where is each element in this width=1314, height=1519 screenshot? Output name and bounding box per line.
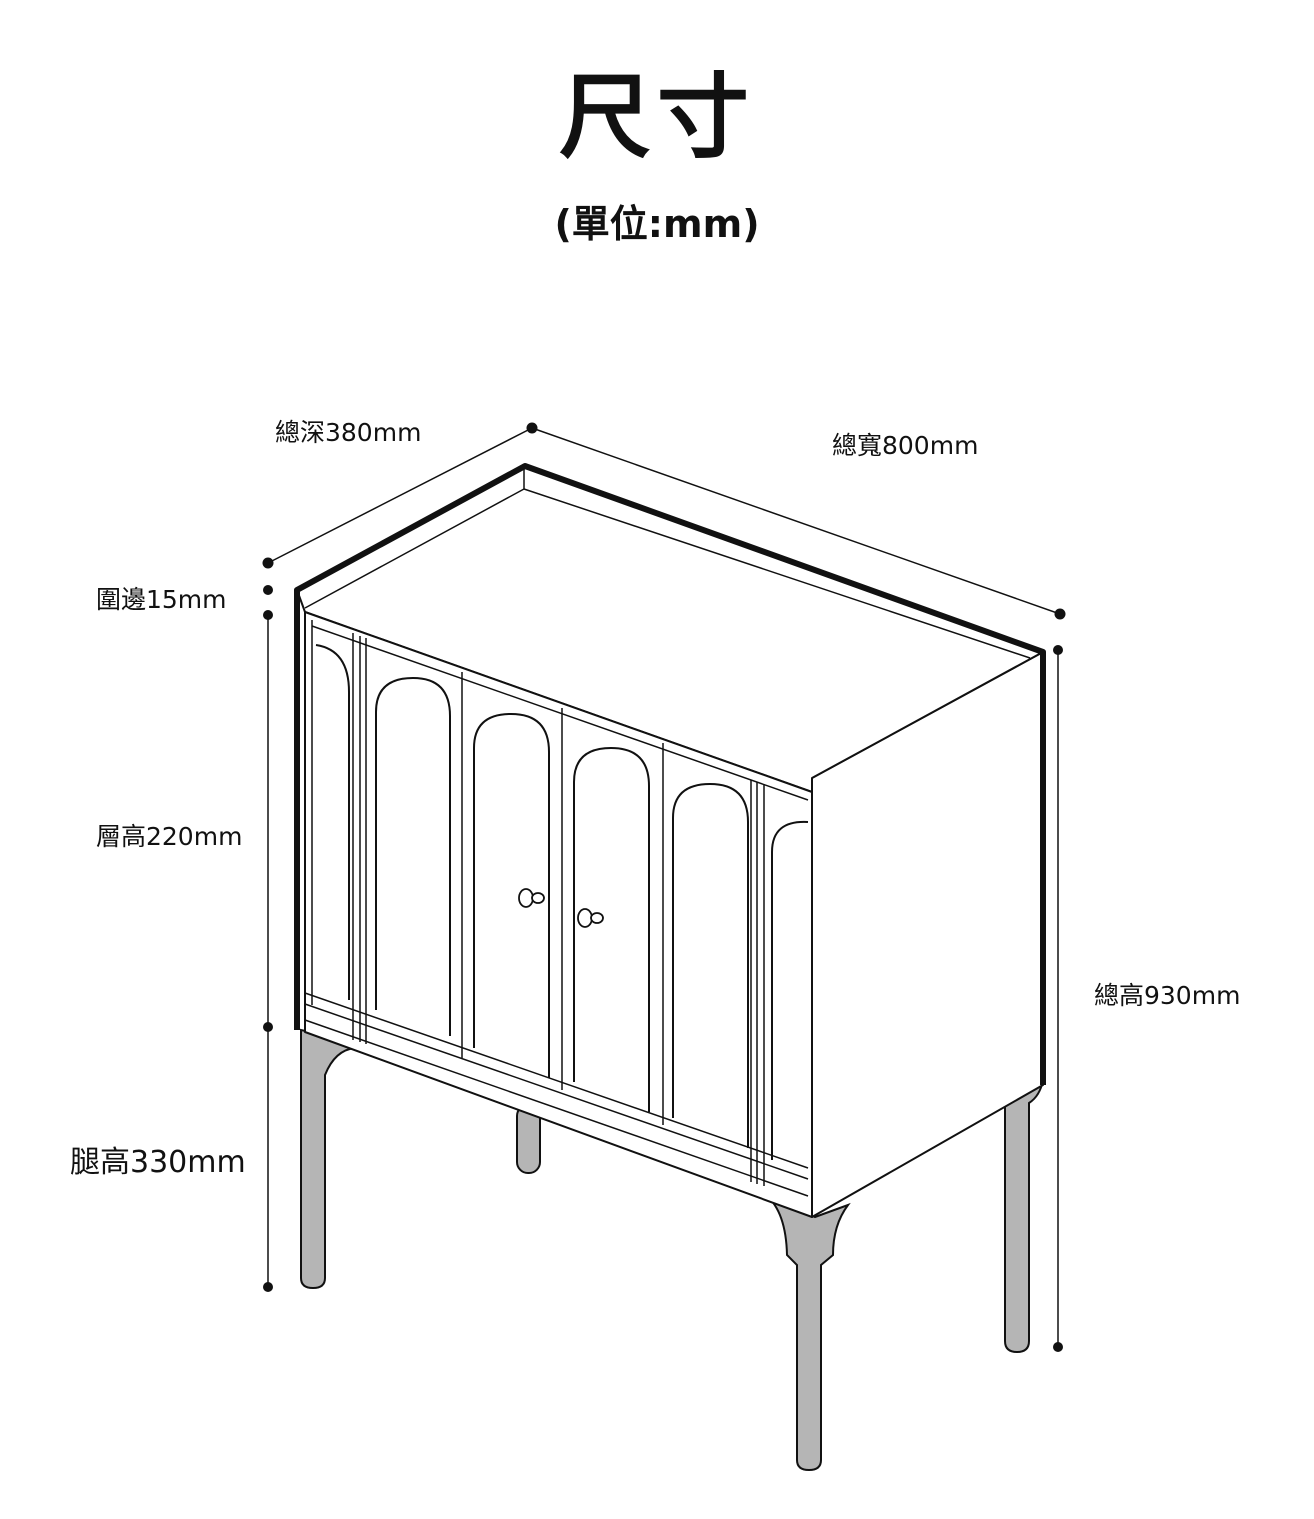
- dot-depth-start: [262, 557, 274, 569]
- leg-front-corner: [765, 1194, 851, 1472]
- outer-edge: [294, 463, 1046, 1085]
- total-height-label: 總高930mm: [1094, 981, 1241, 1010]
- dimension-lines: [267, 427, 1061, 1347]
- knob-left-cap: [531, 892, 545, 904]
- dot-shelf-bottom: [263, 1022, 273, 1032]
- knob-right-cap: [590, 912, 604, 924]
- page-title: 尺寸: [558, 64, 755, 171]
- total-depth-label: 總深380mm: [275, 418, 422, 447]
- dot-corner-top: [526, 422, 538, 434]
- legs: [300, 1028, 1045, 1472]
- frame-bottom-line-2: [304, 1003, 809, 1180]
- dot-rim-bottom: [263, 610, 273, 620]
- rim-label: 圍邊15mm: [96, 585, 227, 614]
- knobs: [518, 888, 604, 928]
- total-width-label: 總寬800mm: [832, 431, 979, 460]
- arch-1: [375, 676, 451, 1036]
- arch-panels: [315, 644, 809, 1160]
- dimension-dots: [262, 422, 1066, 1352]
- dot-width-end: [1054, 608, 1066, 620]
- width-dimension-line: [531, 427, 1061, 615]
- frame-top-line: [311, 625, 809, 801]
- knob-right: [577, 908, 593, 928]
- knob-left: [518, 888, 534, 908]
- frame-bottom-line-1: [304, 992, 809, 1169]
- leg-right: [1004, 1078, 1045, 1354]
- arch-partial-left: [315, 644, 350, 1000]
- leg-front-left: [300, 1028, 356, 1290]
- cabinet-body: [294, 463, 1046, 1218]
- leg-height-label: 腿高330mm: [70, 1145, 246, 1180]
- arch-4: [672, 782, 749, 1148]
- unit-note: (單位:mm): [554, 202, 760, 246]
- arch-partial-right: [771, 820, 809, 1160]
- depth-dimension-line: [267, 427, 533, 564]
- shelf-height-label: 層高220mm: [96, 822, 243, 851]
- frame-bottom-line-3: [304, 1019, 809, 1197]
- dot-leg-bottom: [263, 1282, 273, 1292]
- dot-height-top: [1053, 645, 1063, 655]
- arch-2: [473, 712, 550, 1078]
- dot-height-bottom: [1053, 1342, 1063, 1352]
- arch-3: [573, 746, 650, 1112]
- dot-rim-top: [263, 585, 273, 595]
- front-panel: [304, 611, 813, 1218]
